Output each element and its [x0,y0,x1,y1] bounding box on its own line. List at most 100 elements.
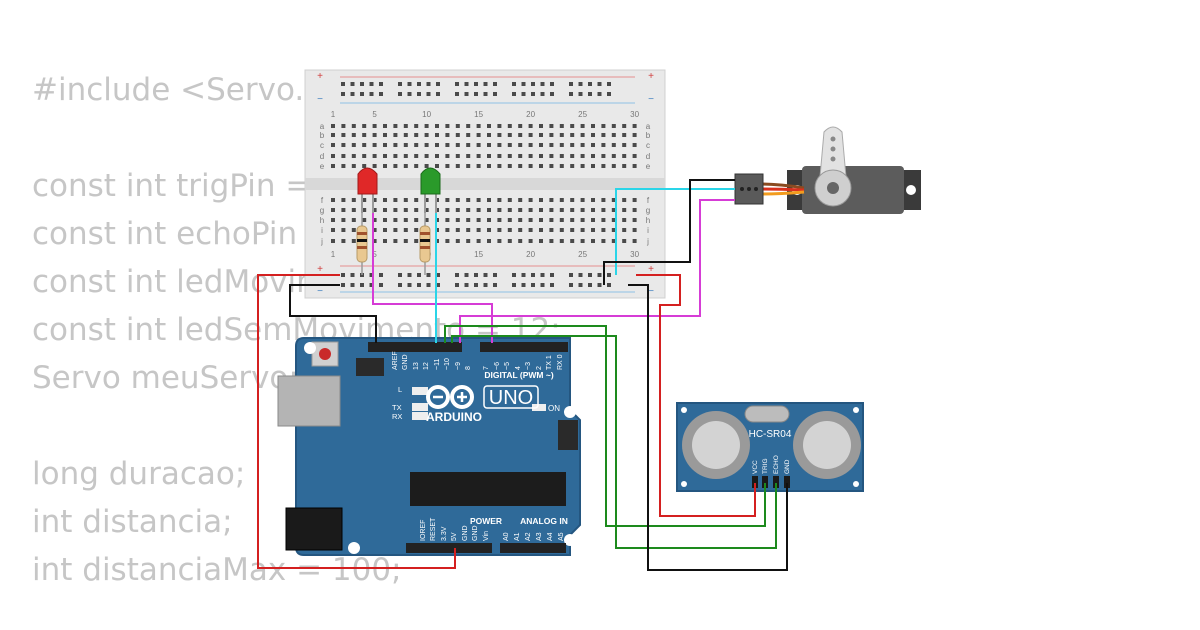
breadboard-hole[interactable] [414,208,419,212]
sensor-pin[interactable] [773,476,779,488]
breadboard-hole[interactable] [591,124,595,128]
rail-hole[interactable] [483,82,488,86]
breadboard-hole[interactable] [383,218,387,222]
breadboard-hole[interactable] [341,124,346,128]
breadboard-hole[interactable] [632,124,637,128]
breadboard-hole[interactable] [424,143,429,147]
rail-hole[interactable] [407,273,412,277]
breadboard-hole[interactable] [539,198,543,202]
breadboard-hole[interactable] [424,154,429,158]
breadboard-hole[interactable] [351,198,356,202]
breadboard-hole[interactable] [331,239,335,243]
breadboard-hole[interactable] [445,133,450,137]
breadboard-hole[interactable] [341,133,346,137]
rail-hole[interactable] [493,283,497,287]
breadboard-hole[interactable] [622,239,627,243]
rail-hole[interactable] [436,283,440,287]
breadboard-hole[interactable] [580,124,585,128]
breadboard-hole[interactable] [424,164,429,168]
rail-hole[interactable] [521,82,526,86]
breadboard-hole[interactable] [601,124,606,128]
breadboard-hole[interactable] [528,143,533,147]
rail-hole[interactable] [521,273,526,277]
breadboard-hole[interactable] [351,124,356,128]
breadboard-hole[interactable] [518,239,523,243]
breadboard-hole[interactable] [591,208,595,212]
breadboard-hole[interactable] [559,198,564,202]
breadboard-hole[interactable] [487,228,491,232]
breadboard-hole[interactable] [341,143,346,147]
breadboard-hole[interactable] [507,239,512,243]
breadboard-hole[interactable] [362,198,367,202]
breadboard-hole[interactable] [341,239,346,243]
breadboard-hole[interactable] [559,154,564,158]
breadboard-hole[interactable] [528,124,533,128]
breadboard-hole[interactable] [476,133,481,137]
breadboard-hole[interactable] [383,164,387,168]
breadboard-hole[interactable] [362,208,367,212]
rail-hole[interactable] [369,82,374,86]
breadboard-hole[interactable] [559,124,564,128]
rail-hole[interactable] [474,92,478,96]
rail-hole[interactable] [474,283,478,287]
breadboard-hole[interactable] [549,133,554,137]
breadboard-hole[interactable] [372,154,377,158]
breadboard-hole[interactable] [497,164,502,168]
breadboard-hole[interactable] [351,143,356,147]
breadboard-hole[interactable] [424,124,429,128]
rail-hole[interactable] [398,92,402,96]
rail-hole[interactable] [360,283,364,287]
reset-button[interactable] [319,348,331,360]
breadboard-hole[interactable] [341,198,346,202]
breadboard-hole[interactable] [507,208,512,212]
breadboard-hole[interactable] [497,133,502,137]
breadboard-hole[interactable] [570,239,575,243]
rail-hole[interactable] [341,82,345,86]
breadboard-hole[interactable] [466,218,471,222]
breadboard-hole[interactable] [341,208,346,212]
rail-hole[interactable] [550,82,554,86]
breadboard-hole[interactable] [570,154,575,158]
breadboard-hole[interactable] [632,154,637,158]
breadboard-hole[interactable] [497,124,502,128]
breadboard-hole[interactable] [487,124,491,128]
rail-hole[interactable] [379,92,383,96]
breadboard-hole[interactable] [341,154,346,158]
breadboard-hole[interactable] [414,218,419,222]
rail-hole[interactable] [550,92,554,96]
breadboard-hole[interactable] [372,133,377,137]
breadboard-hole[interactable] [611,239,616,243]
breadboard-hole[interactable] [393,133,398,137]
rail-hole[interactable] [474,273,478,277]
rail-hole[interactable] [436,273,440,277]
breadboard-hole[interactable] [445,228,450,232]
breadboard-hole[interactable] [383,239,387,243]
breadboard-hole[interactable] [487,154,491,158]
rail-hole[interactable] [569,283,573,287]
breadboard-hole[interactable] [539,208,543,212]
rail-hole[interactable] [455,283,459,287]
breadboard-hole[interactable] [403,208,408,212]
rail-hole[interactable] [540,273,545,277]
breadboard-hole[interactable] [445,208,450,212]
breadboard-hole[interactable] [476,154,481,158]
rail-hole[interactable] [398,283,402,287]
breadboard-hole[interactable] [622,143,627,147]
breadboard-hole[interactable] [559,208,564,212]
rail-hole[interactable] [578,283,583,287]
breadboard-hole[interactable] [591,164,595,168]
breadboard-hole[interactable] [528,208,533,212]
breadboard-hole[interactable] [372,208,377,212]
rail-hole[interactable] [483,283,488,287]
breadboard-hole[interactable] [622,124,627,128]
rail-hole[interactable] [341,283,345,287]
breadboard-hole[interactable] [383,143,387,147]
breadboard-hole[interactable] [403,154,408,158]
breadboard-hole[interactable] [622,154,627,158]
breadboard-hole[interactable] [591,239,595,243]
rail-hole[interactable] [379,82,383,86]
breadboard-hole[interactable] [518,154,523,158]
breadboard-hole[interactable] [497,198,502,202]
breadboard-hole[interactable] [611,198,616,202]
breadboard-hole[interactable] [507,218,512,222]
